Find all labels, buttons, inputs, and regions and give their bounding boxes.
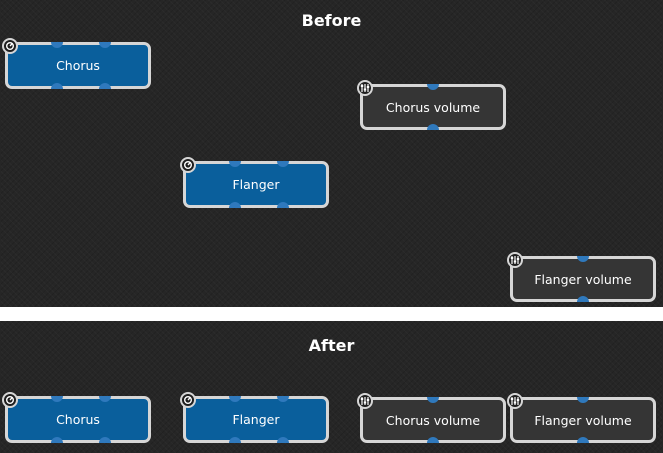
input-port[interactable]: [277, 396, 289, 402]
output-port[interactable]: [427, 437, 439, 443]
before-panel: Before Chorus Chorus volume Flanger: [0, 0, 663, 307]
node-label: Flanger volume: [534, 412, 632, 428]
input-port[interactable]: [277, 161, 289, 167]
output-port[interactable]: [51, 83, 63, 89]
chorus-node[interactable]: Chorus: [2, 392, 151, 443]
after-panel: After Chorus Flanger Chorus volume: [0, 321, 663, 453]
output-port[interactable]: [577, 296, 589, 302]
node-label: Flanger volume: [534, 271, 632, 287]
input-port[interactable]: [51, 396, 63, 402]
flanger-volume-node[interactable]: Flanger volume: [507, 393, 656, 443]
mixer-sliders-icon: [507, 252, 523, 268]
chorus-node[interactable]: Chorus: [2, 38, 151, 89]
mixer-sliders-icon: [357, 393, 373, 409]
input-port[interactable]: [577, 256, 589, 262]
output-port[interactable]: [427, 124, 439, 130]
chorus-volume-node[interactable]: Chorus volume: [357, 80, 506, 130]
input-port[interactable]: [99, 42, 111, 48]
node-label: Chorus: [56, 58, 100, 73]
mixer-sliders-icon: [507, 393, 523, 409]
knob-icon: [2, 392, 18, 408]
flanger-node[interactable]: Flanger: [180, 157, 329, 208]
knob-icon: [180, 157, 196, 173]
flanger-node[interactable]: Flanger: [180, 392, 329, 443]
output-port[interactable]: [99, 83, 111, 89]
flanger-volume-node[interactable]: Flanger volume: [507, 252, 656, 302]
output-port[interactable]: [229, 437, 241, 443]
node-label: Chorus volume: [385, 412, 481, 428]
mixer-sliders-icon: [357, 80, 373, 96]
knob-icon: [2, 38, 18, 54]
output-port[interactable]: [277, 202, 289, 208]
input-port[interactable]: [229, 396, 241, 402]
node-label: Chorus volume: [385, 99, 481, 115]
node-label: Flanger: [232, 412, 280, 427]
output-port[interactable]: [99, 437, 111, 443]
after-title: After: [308, 336, 355, 355]
input-port[interactable]: [427, 397, 439, 403]
knob-icon: [180, 392, 196, 408]
node-label: Flanger: [232, 177, 280, 192]
input-port[interactable]: [51, 42, 63, 48]
input-port[interactable]: [99, 396, 111, 402]
input-port[interactable]: [427, 84, 439, 90]
node-label: Chorus: [56, 412, 100, 427]
output-port[interactable]: [577, 437, 589, 443]
output-port[interactable]: [229, 202, 241, 208]
output-port[interactable]: [51, 437, 63, 443]
input-port[interactable]: [577, 397, 589, 403]
before-title: Before: [301, 11, 362, 30]
output-port[interactable]: [277, 437, 289, 443]
input-port[interactable]: [229, 161, 241, 167]
chorus-volume-node[interactable]: Chorus volume: [357, 393, 506, 443]
